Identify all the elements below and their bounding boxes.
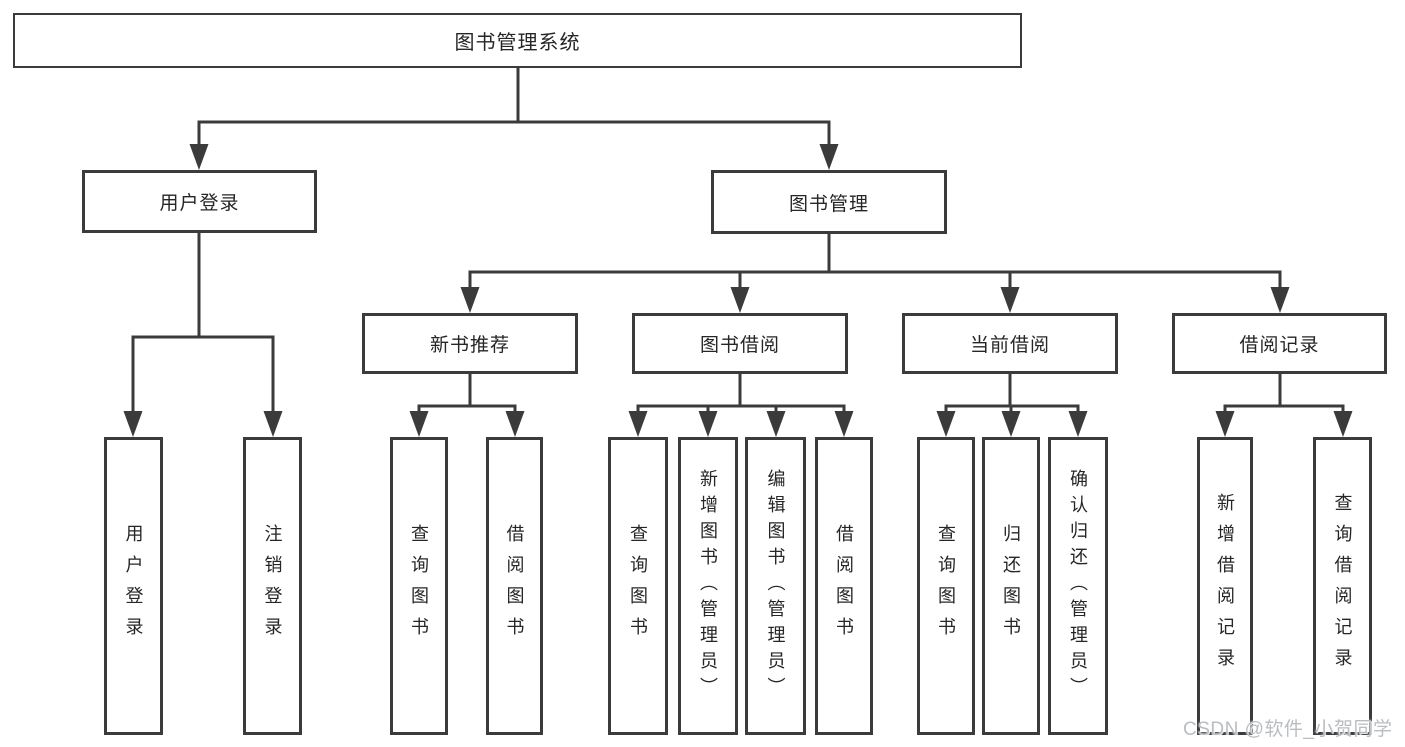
leaf-query-books-borrow: 查询图书: [608, 437, 668, 735]
leaf-add-borrow-record: 新增借阅记录: [1197, 437, 1253, 735]
node-user-login-label: 用户登录: [159, 193, 240, 214]
leaf-logout: 注销登录: [243, 437, 302, 735]
leaf-add-book-admin-label: 新增图书（管理员）: [698, 469, 718, 703]
node-book-borrow-label: 图书借阅: [699, 335, 780, 356]
node-new-book-recommend-label: 新书推荐: [429, 335, 510, 356]
leaf-borrow-books-label: 借阅图书: [834, 524, 854, 648]
leaf-query-books-recommend: 查询图书: [390, 437, 448, 735]
leaf-borrow-books-recommend-label: 借阅图书: [504, 524, 525, 648]
node-user-login: 用户登录: [82, 170, 317, 233]
leaf-confirm-return-admin: 确认归还（管理员）: [1048, 437, 1108, 735]
leaf-query-books-current: 查询图书: [917, 437, 975, 735]
node-borrow-records: 借阅记录: [1172, 313, 1387, 374]
leaf-logout-label: 注销登录: [262, 524, 283, 648]
leaf-confirm-return-admin-label: 确认归还（管理员）: [1068, 469, 1088, 703]
leaf-add-book-admin: 新增图书（管理员）: [678, 437, 738, 735]
leaf-add-borrow-record-label: 新增借阅记录: [1215, 493, 1235, 679]
leaf-query-books-recommend-label: 查询图书: [409, 524, 429, 648]
node-current-borrow: 当前借阅: [902, 313, 1118, 374]
node-library-system: 图书管理系统: [13, 13, 1022, 68]
leaf-borrow-books-recommend: 借阅图书: [486, 437, 543, 735]
leaf-return-books: 归还图书: [982, 437, 1040, 735]
node-book-management-label: 图书管理: [788, 193, 869, 215]
leaf-user-login-label: 用户登录: [123, 524, 144, 648]
node-library-system-label: 图书管理系统: [454, 32, 581, 54]
leaf-edit-book-admin-label: 编辑图书（管理员）: [765, 469, 786, 703]
leaf-user-login: 用户登录: [104, 437, 163, 735]
leaf-query-books-borrow-label: 查询图书: [628, 524, 648, 648]
node-book-management: 图书管理: [711, 170, 947, 234]
watermark: CSDN @软件_小贺同学: [1183, 719, 1393, 740]
leaf-return-books-label: 归还图书: [1001, 524, 1021, 648]
node-borrow-records-label: 借阅记录: [1239, 335, 1320, 356]
node-current-borrow-label: 当前借阅: [969, 335, 1050, 356]
leaf-query-borrow-record: 查询借阅记录: [1313, 437, 1372, 735]
leaf-query-books-current-label: 查询图书: [936, 524, 956, 648]
node-new-book-recommend: 新书推荐: [362, 313, 578, 374]
node-book-borrow: 图书借阅: [632, 313, 848, 374]
leaf-query-borrow-record-label: 查询借阅记录: [1332, 493, 1353, 679]
leaf-borrow-books: 借阅图书: [815, 437, 873, 735]
leaf-edit-book-admin: 编辑图书（管理员）: [745, 437, 806, 735]
